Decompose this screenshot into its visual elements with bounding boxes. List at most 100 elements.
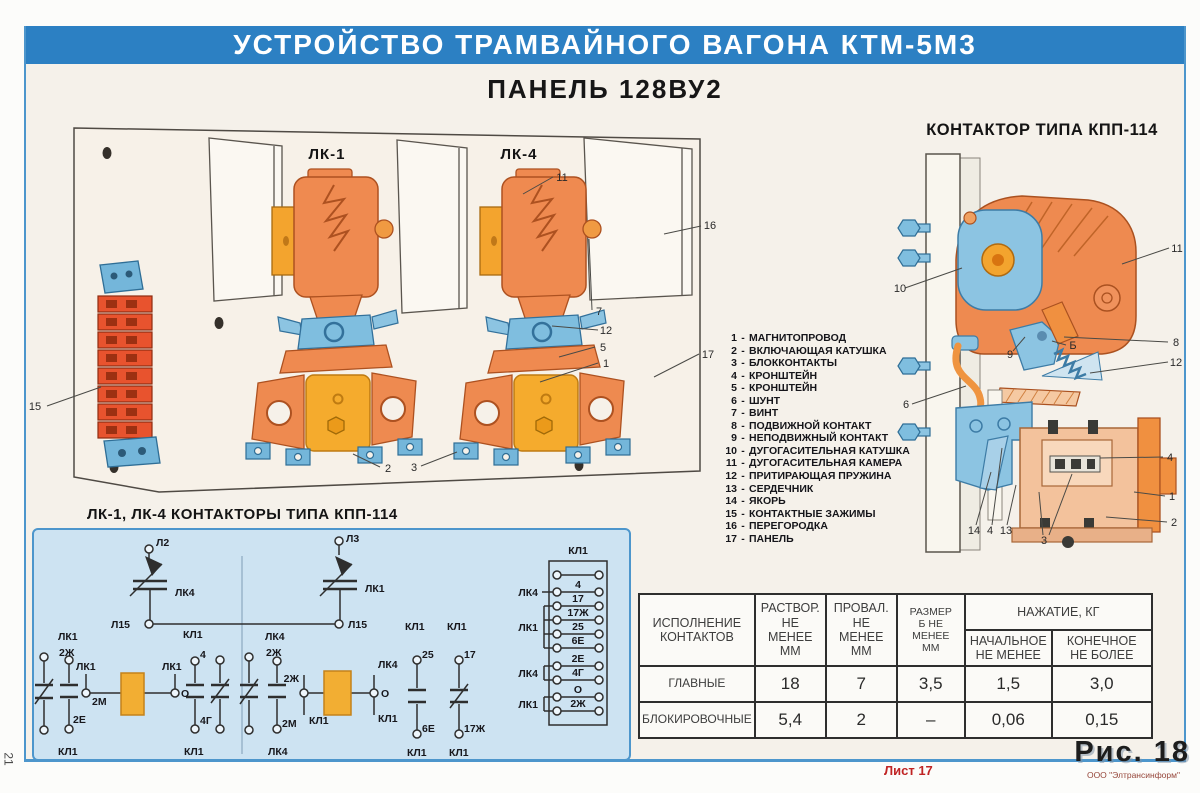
svg-label: ЛК4 — [518, 668, 538, 680]
core-detail-2 — [1071, 459, 1081, 469]
svg-label: 4 — [575, 579, 581, 591]
bracket-screw-1 — [969, 419, 983, 433]
terminal-clamp-block — [97, 260, 161, 468]
row-value: 0,15 — [1050, 701, 1153, 739]
mounting-bolts — [897, 219, 931, 441]
svg-label: 2 — [1171, 517, 1177, 529]
row-label: ГЛАВНЫЕ — [638, 665, 756, 703]
svg-label: 25 — [572, 621, 584, 633]
contact-bars — [35, 579, 468, 704]
chute-screw — [963, 211, 977, 225]
svg-label: 2Е — [572, 653, 585, 665]
legend-item: 4-КРОНШТЕЙН — [731, 369, 818, 382]
svg-label: 17 — [572, 593, 584, 605]
row-value: 18 — [753, 665, 827, 703]
svg-label: 11 — [556, 172, 567, 184]
legend-item: 7-ВИНТ — [731, 407, 779, 420]
svg-label: 4 — [987, 525, 993, 537]
svg-label: 3 — [1041, 535, 1047, 547]
base-plate — [1011, 527, 1153, 543]
panel-callout-lines — [46, 176, 702, 468]
th-pressure-final: КОНЕЧНОЕ НЕ БОЛЕЕ — [1050, 629, 1153, 667]
svg-label: ЛК1 — [58, 631, 78, 643]
svg-label: КЛ1 — [309, 715, 329, 727]
row-value: 1,5 — [963, 665, 1053, 703]
svg-label: 2М — [282, 718, 297, 730]
contactor-drawing-title: КОНТАКТОР ТИПА КПП-114 — [926, 121, 1158, 139]
core-detail-3 — [1087, 459, 1095, 469]
circuit-nodes — [39, 536, 604, 739]
spec-table: ИСПОЛНЕНИЕ КОНТАКТОВ РАСТВОР. НЕ МЕНЕЕ М… — [638, 593, 1153, 739]
sheet-page-number: 21 — [1, 752, 16, 766]
svg-label: 4Г — [572, 667, 584, 679]
arc-flag-lk1 — [335, 556, 352, 576]
legend-item: 9-НЕПОДВИЖНЫЙ КОНТАКТ — [731, 432, 889, 445]
base-bolt-2 — [1084, 518, 1094, 530]
svg-label: Б — [1069, 340, 1076, 352]
svg-label: 6Е — [422, 723, 435, 735]
svg-label: О — [381, 688, 389, 700]
th-pressure-initial: НАЧАЛЬНОЕ НЕ МЕНЕЕ — [963, 629, 1053, 667]
row-label: БЛОКИРОВОЧНЫЕ — [638, 701, 756, 739]
coil-bolt-2 — [1088, 420, 1098, 434]
contact-pivot — [1037, 331, 1047, 341]
svg-label: КЛ1 — [58, 746, 78, 758]
contact-arm — [1041, 301, 1079, 345]
svg-label: 2Ж — [266, 647, 282, 659]
bus-tab — [1159, 457, 1177, 495]
legend-item: 3-БЛОККОНТАКТЫ — [731, 357, 838, 370]
legend-item: 12-ПРИТИРАЮЩАЯ ПРУЖИНА — [725, 470, 892, 483]
svg-label: 2Ж — [59, 647, 75, 659]
svg-label: О — [574, 684, 582, 696]
svg-label: 25 — [422, 649, 434, 661]
svg-label: 10 — [894, 283, 906, 295]
svg-label: ЛК1 — [76, 661, 96, 673]
terminal-strip-kl1 — [548, 560, 608, 726]
legend-item: 14-ЯКОРЬ — [725, 495, 786, 508]
legend-item: 6-ШУНТ — [731, 394, 781, 407]
svg-label: 5 — [600, 342, 606, 354]
svg-label: КЛ1 — [184, 746, 204, 758]
svg-label: 6 — [903, 399, 909, 411]
svg-label: 8 — [1173, 337, 1179, 349]
svg-label: 13 — [1000, 525, 1012, 537]
svg-label: Л2 — [156, 537, 169, 549]
core-detail-1 — [1055, 459, 1065, 469]
label-lk1: ЛК-1 — [308, 146, 345, 163]
bus-bar — [1137, 417, 1161, 533]
svg-label: ЛК4 — [175, 587, 195, 599]
chute-boss-inner — [1101, 292, 1113, 304]
svg-label: 16 — [704, 220, 716, 232]
svg-label: ЛК1 — [162, 661, 182, 673]
figure-number: Рис. 18 — [1074, 736, 1190, 768]
barrier-plates — [208, 137, 693, 314]
svg-label: 2Ж — [570, 698, 586, 710]
th-gap: РАСТВОР. НЕ МЕНЕЕ ММ — [753, 593, 827, 667]
publisher-credit: ООО "Элтрансинформ" — [1086, 770, 1180, 780]
row-value: 0,06 — [963, 701, 1053, 739]
svg-label: ЛК1 — [518, 622, 538, 634]
svg-label: 9 — [1007, 349, 1013, 361]
circuit-diagram-title: ЛК-1, ЛК-4 КОНТАКТОРЫ ТИПА КПП-114 — [87, 506, 398, 523]
legend-item: 8-ПОДВИЖНОЙ КОНТАКТ — [731, 419, 872, 432]
armature-strut — [979, 435, 1009, 491]
legend-item: 17-ПАНЕЛЬ — [725, 532, 794, 545]
svg-label: КЛ1 — [568, 545, 588, 557]
wipe-spring — [1053, 347, 1087, 381]
legend-item: 10-ДУГОГАСИТЕЛЬНАЯ КАТУШКА — [725, 444, 910, 457]
circuit-diagram: Л2ЛК4Л15Л3ЛК1Л15ЛК12Ж2ЕКЛ1ЛК12МЛК1ОКЛ144… — [32, 528, 631, 761]
svg-label: 2М — [92, 696, 107, 708]
svg-label: 12 — [600, 325, 612, 337]
coil-lk4 — [323, 670, 352, 716]
row-value: 5,4 — [753, 701, 827, 739]
legend-item: 2-ВКЛЮЧАЮЩАЯ КАТУШКА — [731, 344, 887, 357]
svg-label: 17Ж — [567, 607, 589, 619]
svg-label: 11 — [1171, 243, 1182, 255]
coil-lk1 — [120, 672, 145, 716]
th-pressure: НАЖАТИЕ, КГ — [963, 593, 1153, 631]
poster-sheet: УСТРОЙСТВО ТРАМВАЙНОГО ВАГОНА КТМ-5М3 ПА… — [24, 26, 1186, 762]
svg-label: 14 — [968, 525, 980, 537]
